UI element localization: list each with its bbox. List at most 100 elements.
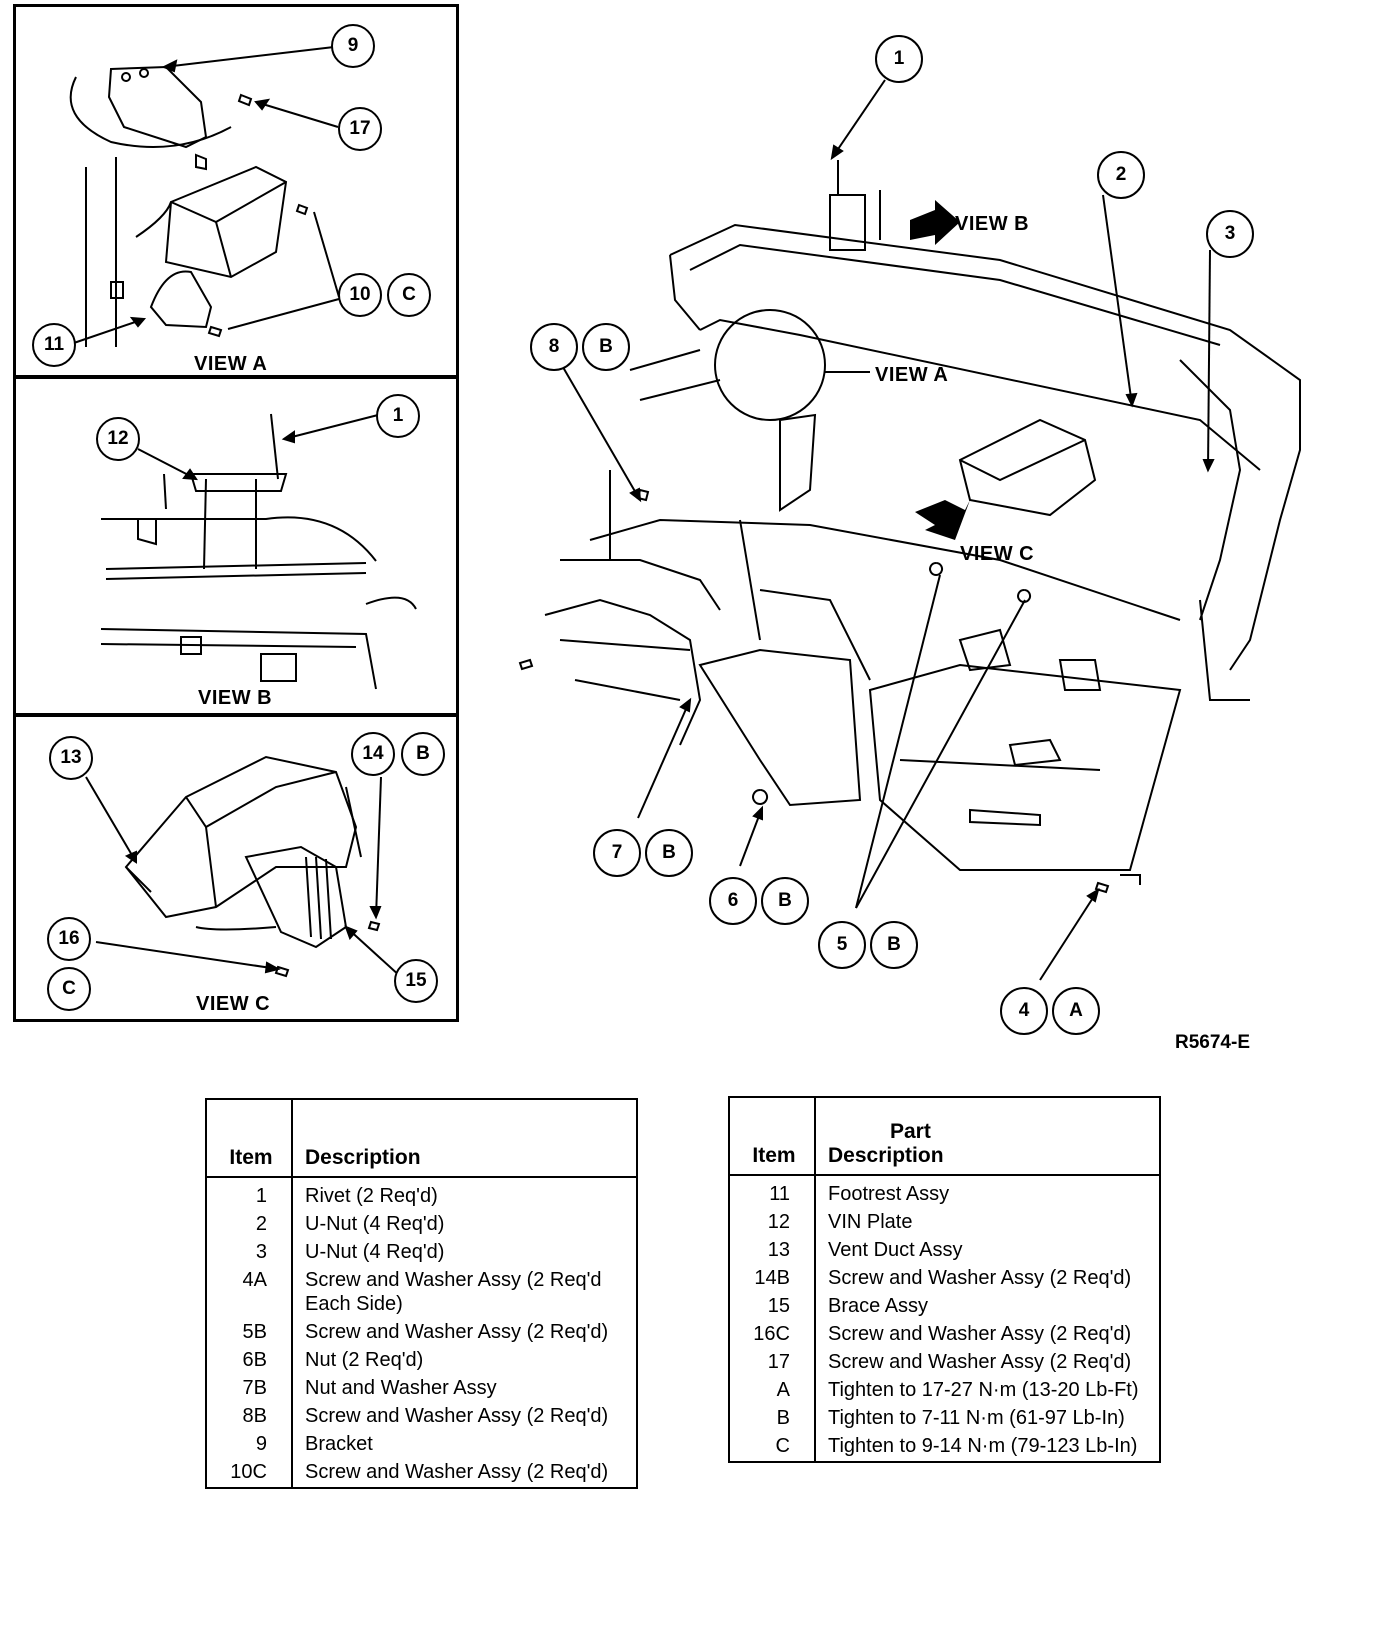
- part-description-cell: Footrest Assy: [828, 1183, 950, 1205]
- table-row: 15 Brace Assy: [729, 1293, 1160, 1321]
- part-description-cell: U-Nut (4 Req'd): [305, 1241, 445, 1263]
- main-callout-7-b: B: [645, 829, 693, 877]
- item-number-cell: 15: [729, 1293, 816, 1321]
- part-description-cell: Screw and Washer Assy (2 Req'd): [305, 1461, 609, 1483]
- item-number-cell: 14B: [729, 1265, 816, 1293]
- column-header-description-label: Description: [828, 1144, 944, 1167]
- table-row: 4A Screw and Washer Assy (2 Req'd Each Si…: [206, 1267, 637, 1319]
- main-callout-5-b: B: [870, 921, 918, 969]
- table-row: 3 U-Nut (4 Req'd): [206, 1239, 637, 1267]
- part-description-cell: Vent Duct Assy: [828, 1239, 963, 1261]
- callout-13: 13: [49, 736, 93, 780]
- item-number-cell: 7B: [206, 1375, 293, 1403]
- item-number-cell: 1: [206, 1177, 293, 1211]
- item-number-cell: B: [729, 1405, 816, 1433]
- view-b-panel: 12 1 VIEW B: [13, 376, 459, 716]
- main-callout-4-a: A: [1052, 987, 1100, 1035]
- part-description-cell: Screw and Washer Assy (2 Req'd): [305, 1405, 609, 1427]
- main-view-b-pointer-label: VIEW B: [955, 213, 1030, 235]
- part-description-cell: Screw and Washer Assy (2 Req'd): [828, 1267, 1132, 1289]
- main-callout-3: 3: [1206, 210, 1254, 258]
- item-number-cell: A: [729, 1377, 816, 1405]
- column-header-description-top: Part: [890, 1120, 931, 1143]
- callout-11: 11: [32, 323, 76, 367]
- item-number-cell: 13: [729, 1237, 816, 1265]
- callout-c: C: [387, 273, 431, 317]
- view-c-drawing: [85, 755, 402, 978]
- part-description-cell: Rivet (2 Req'd): [305, 1185, 438, 1207]
- item-number-cell: 6B: [206, 1347, 293, 1375]
- table-row: 7B Nut and Washer Assy: [206, 1375, 637, 1403]
- table-row: 11 Footrest Assy: [729, 1175, 1160, 1209]
- callout-c: C: [47, 967, 91, 1011]
- main-callout-4: 4: [1000, 987, 1048, 1035]
- main-callout-7: 7: [593, 829, 641, 877]
- table-row: 13 Vent Duct Assy: [729, 1237, 1160, 1265]
- part-description-cell: Screw and Washer Assy (2 Req'd): [828, 1351, 1132, 1373]
- item-number-cell: 10C: [206, 1459, 293, 1488]
- table-row: B Tighten to 7-11 N·m (61-97 Lb-In): [729, 1405, 1160, 1433]
- drawing-reference-code: R5674-E: [1175, 1032, 1250, 1053]
- item-number-cell: 12: [729, 1209, 816, 1237]
- table-row: 5B Screw and Washer Assy (2 Req'd): [206, 1319, 637, 1347]
- part-description-cell: Bracket: [305, 1433, 373, 1455]
- item-number-cell: 11: [729, 1175, 816, 1209]
- view-a-label: VIEW A: [194, 353, 268, 375]
- part-description-cell: Tighten to 7-11 N·m (61-97 Lb-In): [828, 1407, 1125, 1429]
- main-callout-6-b: B: [761, 877, 809, 925]
- callout-15: 15: [394, 959, 438, 1003]
- instrument-panel-exploded-drawing: [518, 79, 1301, 981]
- item-number-cell: 3: [206, 1239, 293, 1267]
- callout-9: 9: [331, 24, 375, 68]
- view-a-drawing: [67, 46, 340, 347]
- callout-10: 10: [338, 273, 382, 317]
- view-a-panel: 9 17 10 C 11 VIEW A: [13, 4, 459, 378]
- part-description-cell: Screw and Washer Assy (2 Req'd): [828, 1323, 1132, 1345]
- view-b-drawing: [100, 413, 417, 690]
- item-number-cell: 4A: [206, 1267, 293, 1319]
- part-description-cell: Screw and Washer Assy (2 Req'd): [305, 1321, 609, 1343]
- main-callout-2: 2: [1097, 151, 1145, 199]
- table-row: 14B Screw and Washer Assy (2 Req'd): [729, 1265, 1160, 1293]
- item-number-cell: 8B: [206, 1403, 293, 1431]
- column-header-description-label: Description: [305, 1146, 421, 1169]
- column-header-item: Item: [729, 1097, 816, 1176]
- table-row: 1 Rivet (2 Req'd): [206, 1177, 637, 1211]
- part-description-cell: Screw and Washer Assy (2 Req'd Each Side…: [305, 1269, 602, 1315]
- callout-b: B: [401, 732, 445, 776]
- main-callout-8-b: B: [582, 323, 630, 371]
- callout-16: 16: [47, 917, 91, 961]
- table-row: A Tighten to 17-27 N·m (13-20 Lb-Ft): [729, 1377, 1160, 1405]
- table-row: 16C Screw and Washer Assy (2 Req'd): [729, 1321, 1160, 1349]
- table-header-row: Item Description: [206, 1099, 637, 1178]
- main-callout-1: 1: [875, 35, 923, 83]
- column-header-item-label: Item: [752, 1144, 796, 1167]
- part-description-cell: Nut and Washer Assy: [305, 1377, 497, 1399]
- view-b-label: VIEW B: [198, 687, 273, 709]
- part-description-cell: Tighten to 17-27 N·m (13-20 Lb-Ft): [828, 1379, 1139, 1401]
- item-number-cell: 16C: [729, 1321, 816, 1349]
- column-header-item: Item: [206, 1099, 293, 1178]
- callout-12: 12: [96, 417, 140, 461]
- part-description-cell: Tighten to 9-14 N·m (79-123 Lb-In): [828, 1435, 1138, 1457]
- table-header-row: Item Part Description: [729, 1097, 1160, 1176]
- callout-1: 1: [376, 394, 420, 438]
- part-description-cell: U-Nut (4 Req'd): [305, 1213, 445, 1235]
- item-number-cell: 9: [206, 1431, 293, 1459]
- item-number-cell: 5B: [206, 1319, 293, 1347]
- column-header-description: Part Description: [815, 1097, 1160, 1176]
- table-row: 9 Bracket: [206, 1431, 637, 1459]
- part-description-cell: Brace Assy: [828, 1295, 929, 1317]
- item-number-cell: C: [729, 1433, 816, 1462]
- view-c-panel: 13 14 B 16 C 15 VIEW C: [13, 714, 459, 1022]
- callout-14: 14: [351, 732, 395, 776]
- main-callout-6: 6: [709, 877, 757, 925]
- view-c-label: VIEW C: [196, 993, 271, 1015]
- table-row: 8B Screw and Washer Assy (2 Req'd): [206, 1403, 637, 1431]
- main-callout-8: 8: [530, 323, 578, 371]
